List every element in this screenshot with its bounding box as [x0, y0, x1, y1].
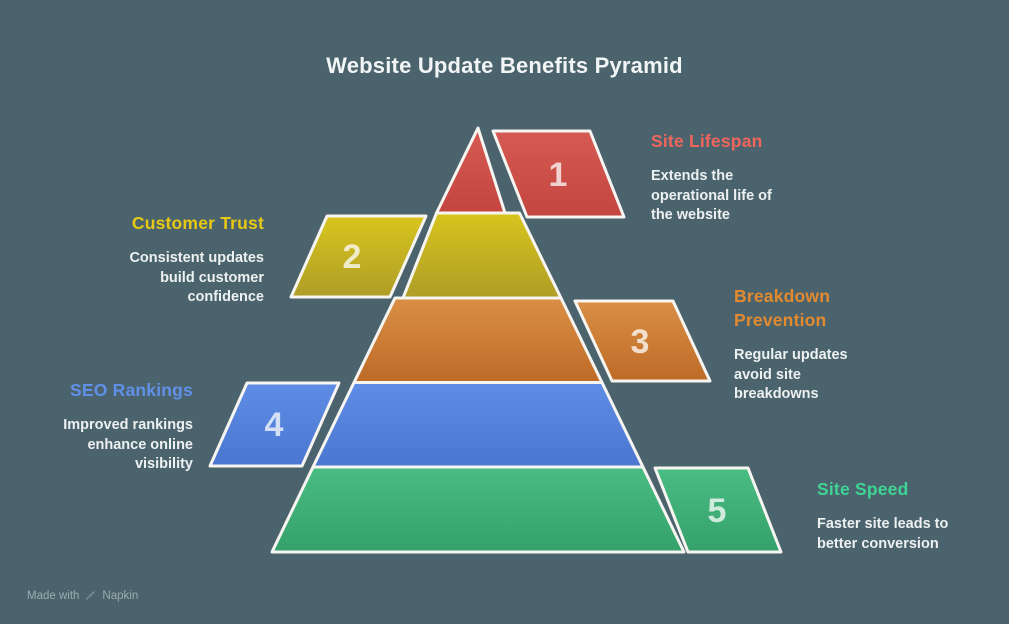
level-3-description: Regular updates avoid site breakdowns — [734, 347, 848, 402]
label-block-breakdown-prevention: Breakdown Prevention Regular updates avo… — [734, 284, 848, 405]
level-3-heading: Breakdown Prevention — [734, 286, 831, 330]
watermark-prefix: Made with — [27, 589, 80, 602]
level-1-heading: Site Lifespan — [651, 131, 763, 151]
tab-number-2: 2 — [343, 238, 362, 276]
pyramid-tab-5 — [653, 466, 783, 554]
label-block-customer-trust: Customer Trust Consistent updates build … — [129, 211, 264, 308]
pyramid-segment-3 — [352, 296, 604, 384]
pyramid-segment-4 — [311, 381, 645, 469]
tab-number-1: 1 — [549, 156, 568, 194]
label-block-seo-rankings: SEO Rankings Improved rankings enhance o… — [63, 378, 193, 475]
level-5-heading: Site Speed — [817, 479, 909, 499]
level-4-heading: SEO Rankings — [70, 380, 193, 400]
tab-number-3: 3 — [631, 323, 650, 361]
watermark: Made with Napkin — [27, 589, 138, 602]
napkin-quill-icon — [84, 589, 98, 602]
tab-number-4: 4 — [265, 406, 284, 444]
pyramid-segment-2 — [401, 211, 563, 300]
level-1-description: Extends the operational life of the webs… — [651, 168, 772, 223]
pyramid-tab-3 — [573, 299, 712, 383]
level-4-description: Improved rankings enhance online visibil… — [63, 417, 193, 472]
pyramid-tab-2 — [289, 214, 428, 299]
tab-number-5: 5 — [708, 492, 727, 530]
watermark-brand: Napkin — [102, 589, 139, 602]
label-block-site-speed: Site Speed Faster site leads to better c… — [817, 477, 948, 554]
level-5-description: Faster site leads to better conversion — [817, 516, 949, 552]
level-2-heading: Customer Trust — [131, 213, 264, 233]
pyramid-segment-5 — [270, 465, 686, 554]
pyramid-tab-4 — [208, 381, 341, 468]
pyramid-tab-1 — [491, 129, 626, 219]
page-title: Website Update Benefits Pyramid — [326, 53, 683, 78]
level-2-description: Consistent updates build customer confid… — [129, 250, 264, 305]
label-block-site-lifespan: Site Lifespan Extends the operational li… — [651, 129, 772, 226]
pyramid-segment-1 — [435, 126, 507, 215]
